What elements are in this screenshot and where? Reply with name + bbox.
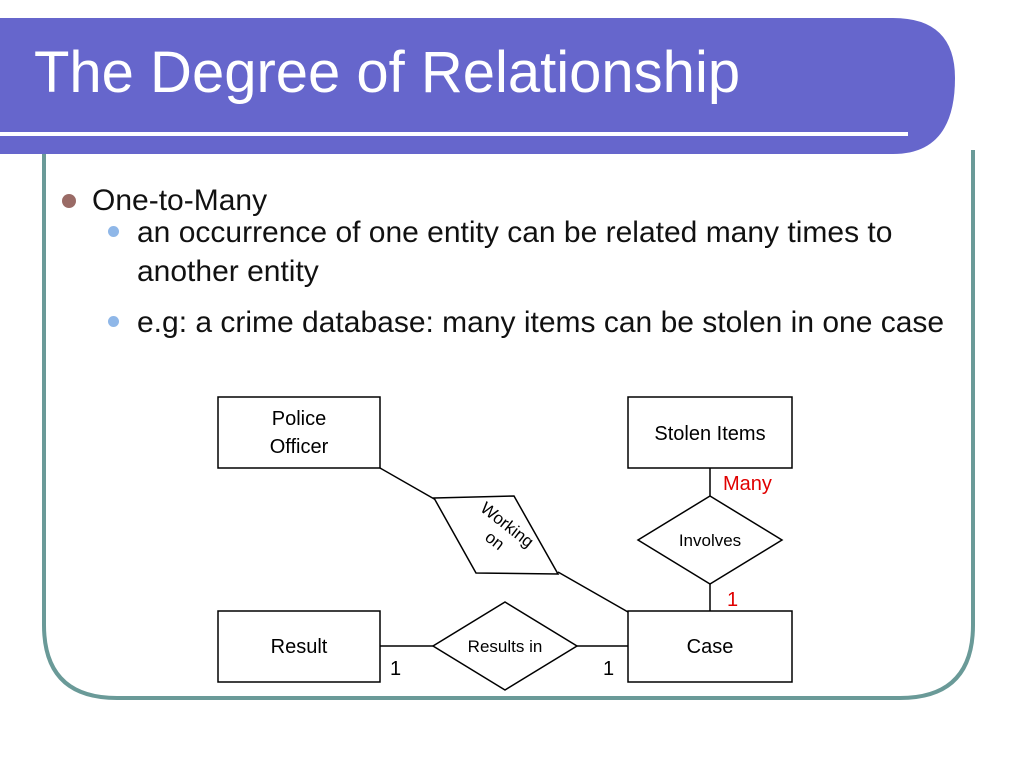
bullet-level1-text: One-to-Many [92,184,268,217]
cardinality-case-involves: 1 [727,589,738,611]
involves-label: Involves [679,531,741,550]
results-in-label: Results in [468,637,543,656]
relationship-involves [636,495,784,585]
connector-officer-working [379,467,437,501]
police-officer-label-line1: Police [272,408,326,430]
title-band [0,18,955,154]
bullet-level2-2-text: e.g: a crime database: many items can be… [137,306,945,339]
police-officer-label-line2: Officer [270,436,329,458]
stolen-items-label: Stolen Items [654,423,765,445]
cardinality-case-results: 1 [603,658,614,680]
relationship-working-on [432,495,560,575]
case-label: Case [687,636,734,658]
bullet-level2-1-text: an occurrence of one entity can be relat… [137,216,893,288]
entity-result [217,610,381,683]
cardinality-many: Many [723,473,772,495]
relationship-results-in [431,601,579,691]
entity-case [627,610,793,683]
content-frame [42,150,975,700]
small-circle-bullet-icon [108,316,119,327]
cardinality-result: 1 [390,658,401,680]
result-label: Result [271,636,328,658]
small-circle-bullet-icon [108,226,119,237]
title-underline [0,132,908,136]
entity-police-officer [217,396,381,469]
entity-stolen-items [627,396,793,469]
slide-title: The Degree of Relationship [34,40,741,105]
connector-working-case [557,571,629,613]
circle-bullet-icon [62,194,76,208]
